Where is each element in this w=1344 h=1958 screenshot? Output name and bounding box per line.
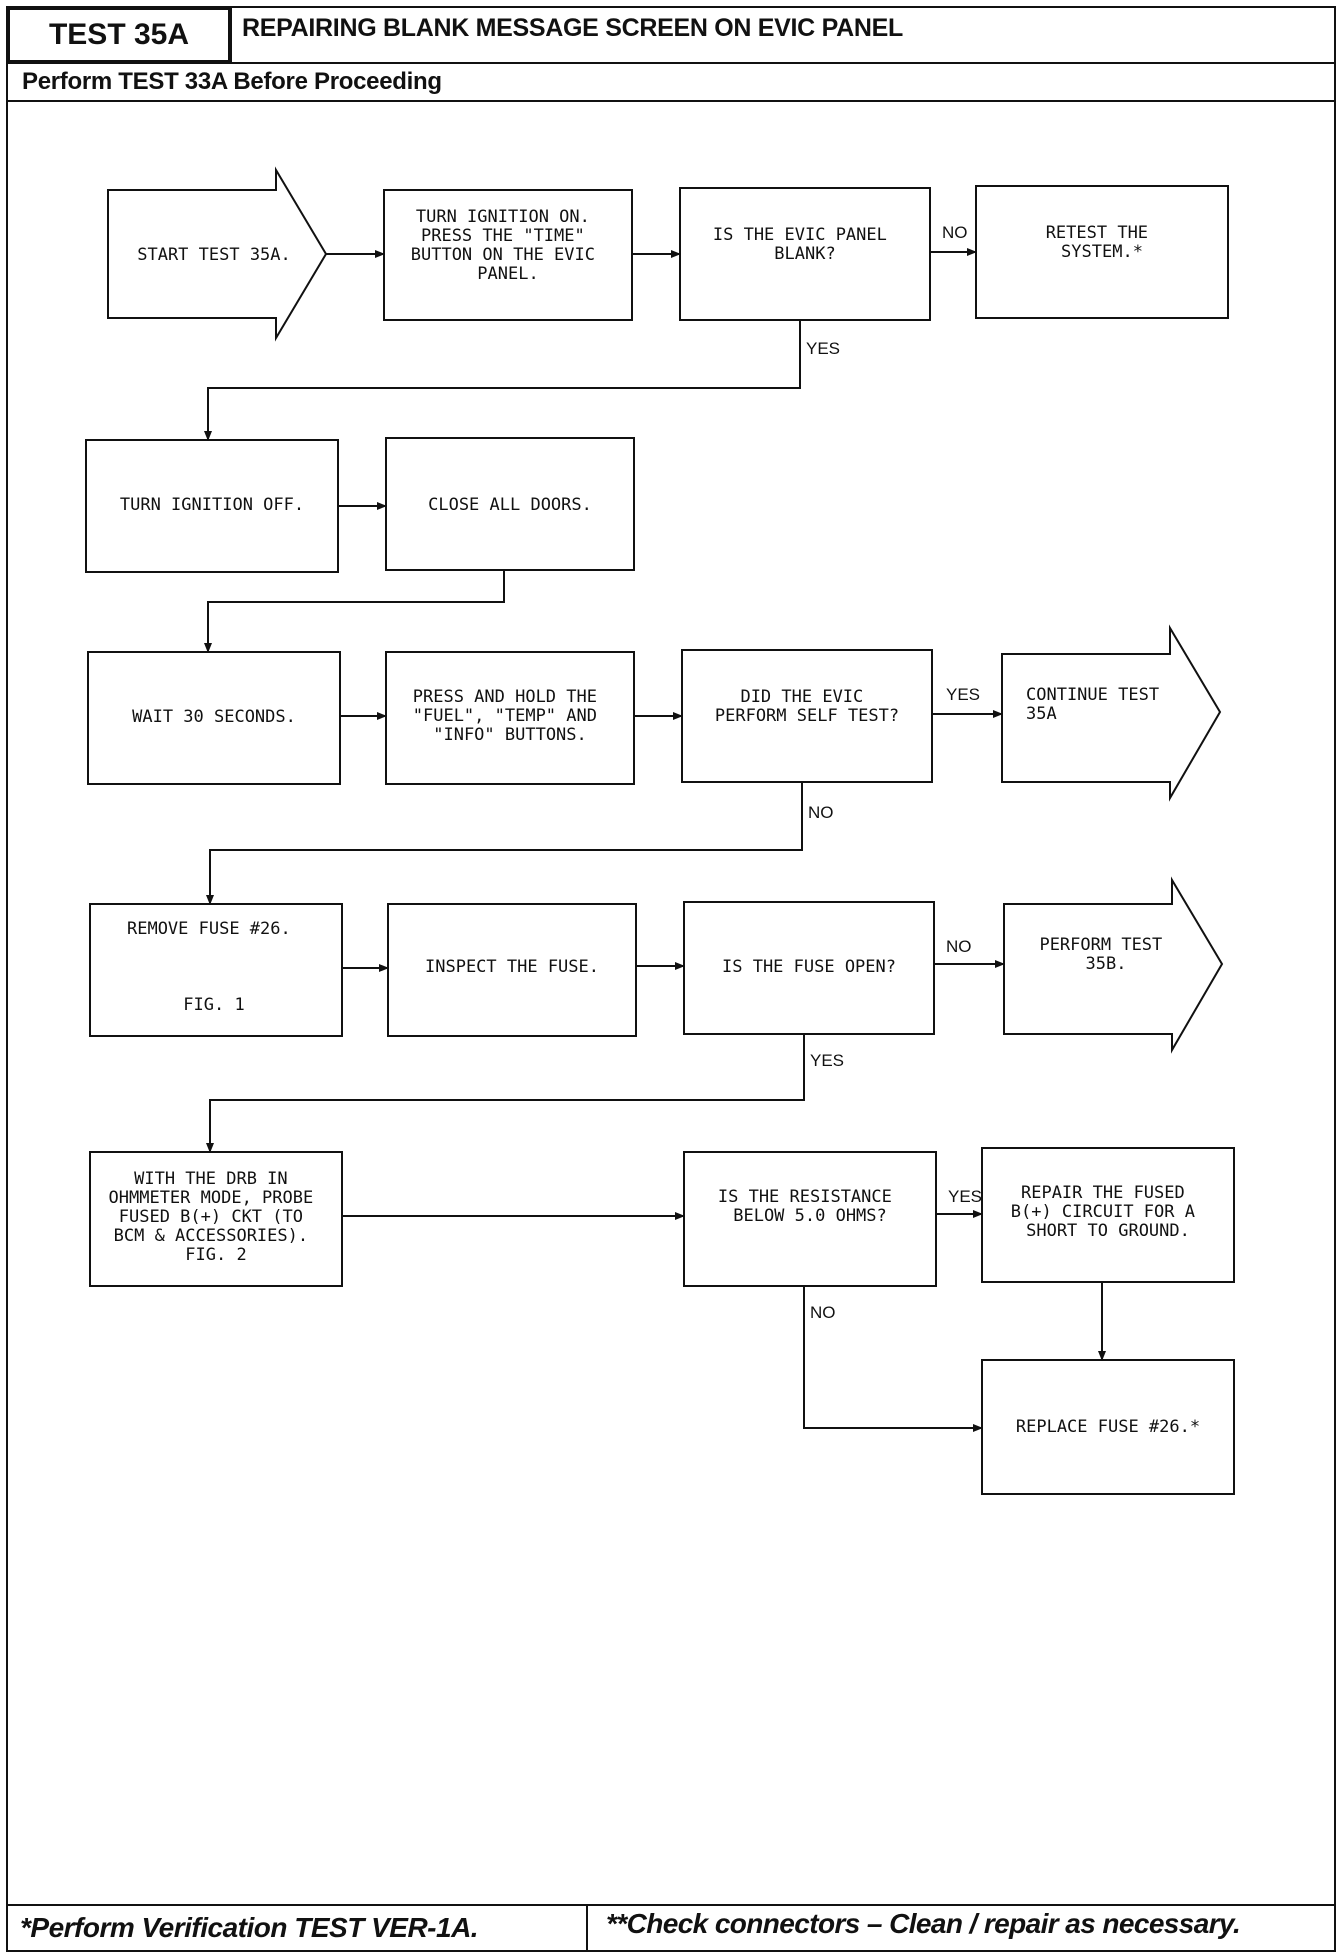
branch-yes-label: YES bbox=[806, 339, 840, 358]
page-title: REPAIRING BLANK MESSAGE SCREEN ON EVIC P… bbox=[242, 14, 903, 42]
drb-line: FIG. 2 bbox=[185, 1245, 246, 1265]
footer-divider bbox=[586, 1904, 588, 1952]
page-border bbox=[6, 6, 1336, 1952]
drb-line: OHMMETER MODE, PROBE bbox=[109, 1188, 314, 1208]
wait-box bbox=[87, 651, 341, 785]
retest-line: RETEST THE bbox=[1046, 223, 1148, 243]
turn-ignition-on-line: PRESS THE "TIME" bbox=[421, 226, 585, 246]
wait-line: WAIT 30 SECONDS. bbox=[132, 707, 296, 727]
turn-ignition-off-line: TURN IGNITION OFF. bbox=[120, 495, 304, 515]
header-rule bbox=[6, 62, 1336, 64]
press-hold-line: PRESS AND HOLD THE bbox=[413, 687, 597, 707]
turn-ignition-on-text: TURN IGNITION ON. PRESS THE "TIME" BUTTO… bbox=[411, 207, 605, 284]
start-text: START TEST 35A. bbox=[137, 245, 291, 265]
fuse-open-text: IS THE FUSE OPEN? bbox=[722, 957, 896, 977]
turn-ignition-on-line: PANEL. bbox=[477, 264, 538, 284]
continue-line: 35A bbox=[1026, 704, 1057, 724]
wait-text: WAIT 30 SECONDS. bbox=[132, 707, 296, 727]
retest-line: SYSTEM.* bbox=[1061, 242, 1143, 262]
self-test-decision bbox=[681, 649, 933, 783]
resistance-decision bbox=[683, 1151, 937, 1287]
turn-ignition-on-line: TURN IGNITION ON. bbox=[416, 207, 590, 227]
press-hold-text: PRESS AND HOLD THE "FUEL", "TEMP" AND "I… bbox=[413, 687, 607, 745]
fuse-open-decision bbox=[683, 901, 935, 1035]
turn-ignition-off-text: TURN IGNITION OFF. bbox=[120, 495, 304, 515]
resistance-text: IS THE RESISTANCE BELOW 5.0 OHMS? bbox=[718, 1187, 902, 1226]
replace-fuse-line: REPLACE FUSE #26.* bbox=[1016, 1417, 1200, 1437]
branch-no-label: NO bbox=[808, 803, 834, 822]
retest-box bbox=[975, 185, 1229, 319]
branch-yes-label: YES bbox=[948, 1187, 982, 1206]
remove-fuse-text: REMOVE FUSE #26. FIG. 1 bbox=[127, 919, 301, 1015]
repair-text: REPAIR THE FUSED B(+) CIRCUIT FOR A SHOR… bbox=[1011, 1183, 1205, 1241]
evic-blank-text: IS THE EVIC PANEL BLANK? bbox=[713, 225, 897, 264]
retest-text: RETEST THE SYSTEM.* bbox=[1046, 223, 1159, 262]
continue-text: CONTINUE TEST 35A bbox=[1026, 685, 1169, 724]
footer-connectors-note: **Check connectors – Clean / repair as n… bbox=[606, 1908, 1241, 1939]
repair-box bbox=[981, 1147, 1235, 1283]
replace-fuse-text: REPLACE FUSE #26.* bbox=[1016, 1417, 1200, 1437]
header-rule-bottom bbox=[6, 100, 1336, 102]
close-doors-text: CLOSE ALL DOORS. bbox=[428, 495, 592, 515]
continue-arrow bbox=[1001, 624, 1222, 802]
drb-line: WITH THE DRB IN bbox=[134, 1169, 288, 1189]
resistance-line: BELOW 5.0 OHMS? bbox=[733, 1206, 887, 1226]
self-test-line: PERFORM SELF TEST? bbox=[715, 706, 899, 726]
close-doors-line: CLOSE ALL DOORS. bbox=[428, 495, 592, 515]
resistance-line: IS THE RESISTANCE bbox=[718, 1187, 892, 1207]
evic-blank-line: IS THE EVIC PANEL bbox=[713, 225, 887, 245]
branch-no-label: NO bbox=[946, 937, 972, 956]
fuse-open-line: IS THE FUSE OPEN? bbox=[722, 957, 896, 977]
turn-ignition-on-box bbox=[383, 189, 633, 321]
perform-35b-line: 35B. bbox=[1086, 954, 1127, 974]
inspect-fuse-text: INSPECT THE FUSE. bbox=[425, 957, 599, 977]
test-id: TEST 35A bbox=[8, 8, 230, 62]
close-doors-box bbox=[385, 437, 635, 571]
start-arrow bbox=[107, 166, 328, 342]
footer-verification-note: *Perform Verification TEST VER-1A. bbox=[20, 1912, 479, 1943]
start-line: START TEST 35A. bbox=[137, 245, 291, 265]
turn-ignition-on-line: BUTTON ON THE EVIC bbox=[411, 245, 595, 265]
evic-blank-line: BLANK? bbox=[774, 244, 835, 264]
drb-line: BCM & ACCESSORIES). bbox=[114, 1226, 308, 1246]
branch-yes-label: YES bbox=[810, 1051, 844, 1070]
branch-no-label: NO bbox=[810, 1303, 836, 1322]
repair-line: SHORT TO GROUND. bbox=[1026, 1221, 1190, 1241]
drb-box bbox=[89, 1151, 343, 1287]
repair-line: B(+) CIRCUIT FOR A bbox=[1011, 1202, 1195, 1222]
remove-fuse-box bbox=[89, 903, 343, 1037]
continue-line: CONTINUE TEST bbox=[1026, 685, 1159, 705]
drb-text: WITH THE DRB IN OHMMETER MODE, PROBE FUS… bbox=[109, 1169, 324, 1265]
perform-35b-arrow bbox=[1003, 876, 1224, 1054]
remove-fuse-fig: FIG. 1 bbox=[183, 995, 244, 1015]
inspect-fuse-line: INSPECT THE FUSE. bbox=[425, 957, 599, 977]
press-hold-line: "FUEL", "TEMP" AND bbox=[413, 706, 597, 726]
page-subtitle: Perform TEST 33A Before Proceeding bbox=[22, 68, 442, 95]
drb-line: FUSED B(+) CKT (TO bbox=[119, 1207, 303, 1227]
perform-35b-line: PERFORM TEST bbox=[1039, 935, 1162, 955]
remove-fuse-line: REMOVE FUSE #26. bbox=[127, 919, 291, 939]
header-divider bbox=[230, 8, 232, 62]
self-test-line: DID THE EVIC bbox=[740, 687, 863, 707]
press-hold-line: "INFO" BUTTONS. bbox=[433, 725, 587, 745]
footer-rule bbox=[6, 1904, 1336, 1906]
turn-ignition-off-box bbox=[85, 439, 339, 573]
self-test-text: DID THE EVIC PERFORM SELF TEST? bbox=[715, 687, 899, 726]
branch-no-label: NO bbox=[942, 223, 968, 242]
repair-line: REPAIR THE FUSED bbox=[1021, 1183, 1185, 1203]
branch-yes-label: YES bbox=[946, 685, 980, 704]
replace-fuse-box bbox=[981, 1359, 1235, 1495]
perform-35b-text: PERFORM TEST 35B. bbox=[1039, 935, 1172, 974]
press-hold-box bbox=[385, 651, 635, 785]
